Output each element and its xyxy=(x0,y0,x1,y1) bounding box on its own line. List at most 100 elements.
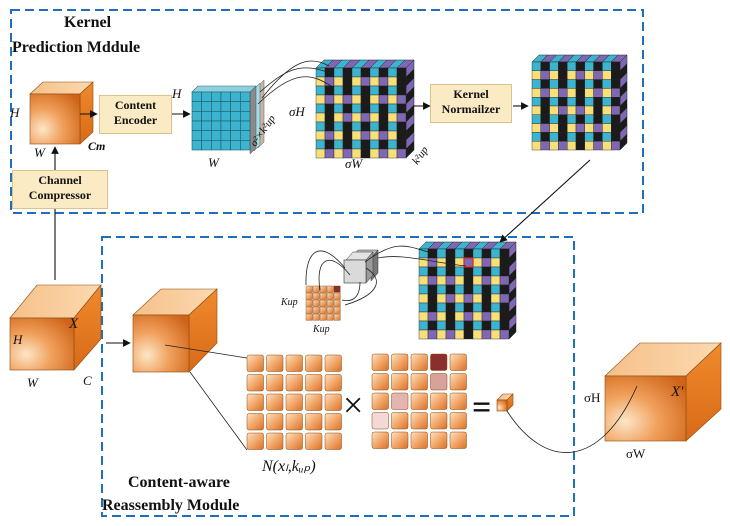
kernel-cell xyxy=(558,132,568,142)
kernel-cell xyxy=(396,139,407,150)
kernel-cell xyxy=(454,284,465,295)
label-w-encoder: W xyxy=(208,155,219,170)
kernel-cell xyxy=(396,67,407,78)
label-sigmaw-top: σW xyxy=(345,156,363,171)
kernel-cell xyxy=(602,88,612,98)
kernel-cell xyxy=(333,130,344,141)
kernel-cell xyxy=(499,329,510,340)
kernel-cell xyxy=(558,79,568,89)
kernel-cell xyxy=(481,302,492,313)
kernel-cell xyxy=(378,103,389,114)
kernel-cell xyxy=(369,103,380,114)
kernel-cell xyxy=(436,275,447,286)
kernel-weight-cell xyxy=(371,373,389,391)
kernel-cell xyxy=(567,88,577,98)
kernel-cell xyxy=(396,148,407,159)
kernel-cell xyxy=(602,79,612,89)
kernel-cell xyxy=(378,76,389,87)
neighborhood-cell xyxy=(266,413,284,431)
kernel-cell xyxy=(549,61,559,72)
kernel-cell xyxy=(351,130,362,141)
kernel-cell xyxy=(593,79,603,89)
reassembly-input-cube xyxy=(132,288,218,373)
kernel-cell xyxy=(584,88,594,98)
predicted-kernels-grid xyxy=(315,59,415,159)
kernel-weight-cell xyxy=(430,431,448,449)
kernel-cell xyxy=(342,112,353,123)
kernel-cell xyxy=(558,70,568,80)
kernel-cell xyxy=(481,275,492,286)
kernel-cell xyxy=(499,248,510,259)
kernel-cell xyxy=(418,320,429,331)
reassembly-module-frame xyxy=(101,236,575,517)
neighborhood-cell xyxy=(285,393,303,411)
kernel-cell xyxy=(351,85,362,96)
kernel-cell xyxy=(378,67,389,78)
kup-cell xyxy=(319,292,327,300)
kernel-cell xyxy=(445,284,456,295)
connection-lines xyxy=(164,60,638,453)
cam-title-line2: Reassembly Module xyxy=(102,497,240,514)
encoder-cell xyxy=(201,91,212,102)
neighborhood-cell xyxy=(246,354,264,372)
kernel-weight-cell xyxy=(430,392,448,410)
kernel-cell xyxy=(436,266,447,277)
neighborhood-cell xyxy=(246,413,264,431)
kernel-cell xyxy=(454,311,465,322)
kernel-weight-cell xyxy=(410,373,428,391)
content-encoder-box: Content Encoder xyxy=(99,95,172,134)
kernel-cell xyxy=(584,70,594,80)
kernel-weight-cell xyxy=(410,431,428,449)
kernel-cell xyxy=(499,320,510,331)
kernel-cell xyxy=(549,70,559,80)
kernel-cell xyxy=(315,112,326,123)
encoder-cell xyxy=(240,91,251,102)
kernel-weight-cell xyxy=(449,412,467,430)
neighborhood-cell xyxy=(305,432,323,450)
kernel-cell xyxy=(472,302,483,313)
kernel-cell xyxy=(369,130,380,141)
kernel-cell xyxy=(342,85,353,96)
kernel-cell xyxy=(611,105,621,116)
kernel-cell xyxy=(351,76,362,87)
kernel-cell xyxy=(445,248,456,259)
kernel-cell xyxy=(315,130,326,141)
kernel-cell xyxy=(499,293,510,304)
kernel-cell xyxy=(436,293,447,304)
kernel-cell xyxy=(445,275,456,286)
kernel-highlight-cell xyxy=(463,257,474,268)
kernel-cell xyxy=(333,148,344,159)
kernel-cell xyxy=(427,275,438,286)
kernel-weight-cell xyxy=(391,373,409,391)
kernel-cell xyxy=(418,284,429,295)
kernel-cell xyxy=(472,266,483,277)
kernel-cell xyxy=(540,61,550,72)
channel-compressor-box: Channel Compressor xyxy=(12,170,108,209)
kernel-cell xyxy=(418,293,429,304)
kernel-cell xyxy=(499,257,510,268)
kernel-cell xyxy=(490,302,501,313)
kernel-cell xyxy=(445,266,456,277)
kernel-cell xyxy=(540,114,550,124)
kernel-cell xyxy=(369,112,380,123)
kernel-cell xyxy=(396,94,407,105)
kernel-cell xyxy=(360,76,371,87)
kernel-cell xyxy=(315,148,326,159)
kup-kernel-grid xyxy=(305,285,341,321)
kernel-cell xyxy=(499,275,510,286)
kernel-cell xyxy=(387,67,398,78)
neighborhood-grid xyxy=(246,354,342,450)
kernel-cell xyxy=(558,114,568,124)
kernel-cell xyxy=(387,112,398,123)
kup-cell xyxy=(305,299,313,307)
neighborhood-cell xyxy=(285,374,303,392)
kernel-cell xyxy=(387,103,398,114)
kernel-cell xyxy=(387,76,398,87)
kernel-cell xyxy=(567,70,577,80)
kernel-cell xyxy=(360,139,371,150)
kernel-cell xyxy=(481,257,492,268)
kup-cell xyxy=(333,299,341,307)
kernel-cell xyxy=(611,88,621,98)
kernel-cell xyxy=(427,266,438,277)
